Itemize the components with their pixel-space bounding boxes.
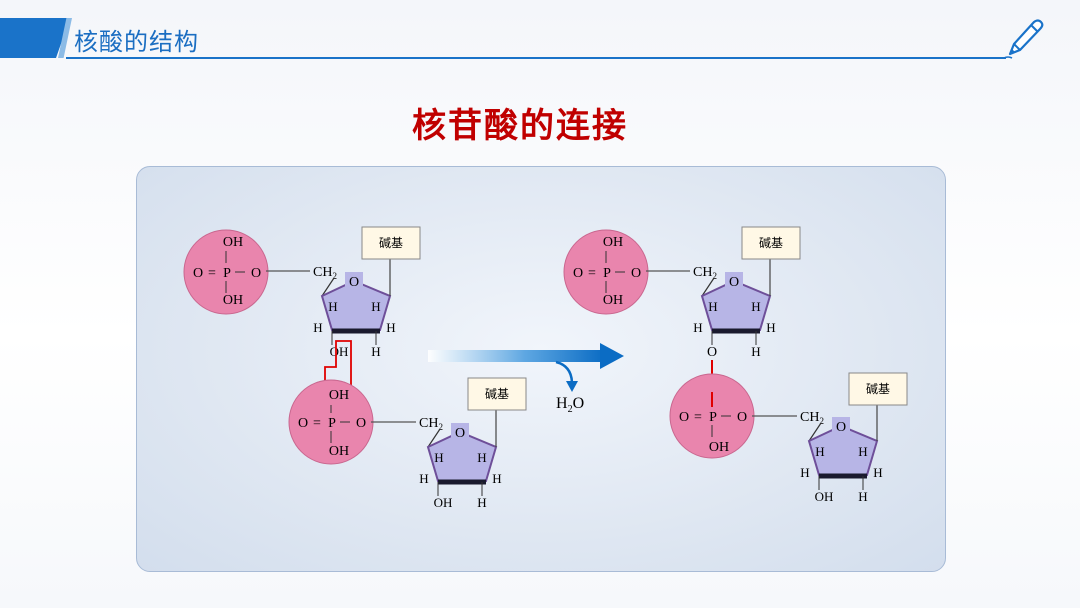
base-box-top-left: 碱基 [361, 226, 421, 260]
phosphate-group-top-right: OH O = P O OH [563, 229, 649, 315]
ribose-ring-bottom-left: O H H H H OH H [419, 423, 502, 510]
svg-text:H: H [751, 344, 760, 359]
ch2-label: CH2 [693, 265, 717, 281]
svg-text:H: H [751, 299, 760, 314]
phosphate-group-bottom-right: O = P O OH [669, 373, 755, 459]
reaction-arrow [428, 343, 624, 392]
page-header-title: 核酸的结构 [74, 28, 199, 56]
svg-text:O: O [356, 416, 366, 431]
slide-title: 核苷酸的连接 [412, 106, 628, 146]
svg-text:H: H [492, 471, 501, 486]
svg-text:碱基: 碱基 [485, 387, 509, 401]
svg-text:碱基: 碱基 [379, 236, 403, 250]
svg-text:O: O [455, 426, 465, 441]
svg-text:H: H [313, 320, 322, 335]
svg-text:OH: OH [223, 235, 243, 250]
svg-text:P: P [328, 416, 336, 431]
svg-text:O: O [729, 275, 739, 290]
svg-text:碱基: 碱基 [759, 236, 783, 250]
svg-text:OH: OH [329, 388, 349, 403]
svg-text:H: H [800, 465, 809, 480]
svg-text:O: O [298, 416, 308, 431]
svg-text:OH: OH [815, 489, 834, 504]
svg-text:O: O [573, 266, 583, 281]
base-box-top-right: 碱基 [741, 226, 801, 260]
ribose-ring-top-left: O H H H H OH H [313, 272, 396, 359]
ribose-ring-bottom-right: O H H H H OH H [800, 417, 883, 504]
svg-text:H: H [371, 344, 380, 359]
svg-text:H: H [766, 320, 775, 335]
svg-text:H: H [858, 444, 867, 459]
svg-text:=: = [694, 410, 702, 425]
svg-text:CH2: CH2 [419, 416, 443, 432]
base-box-bottom-right: 碱基 [848, 372, 908, 406]
base-box-bottom-left: 碱基 [467, 377, 527, 411]
svg-text:O: O [349, 275, 359, 290]
svg-text:=: = [208, 266, 216, 281]
svg-text:OH: OH [330, 344, 349, 359]
svg-text:碱基: 碱基 [866, 382, 890, 396]
svg-text:O: O [193, 266, 203, 281]
svg-text:OH: OH [603, 235, 623, 250]
svg-text:H: H [328, 299, 337, 314]
svg-text:H: H [386, 320, 395, 335]
svg-text:CH2: CH2 [313, 265, 337, 281]
svg-text:H: H [693, 320, 702, 335]
diagram-panel [136, 166, 946, 572]
svg-text:H: H [477, 495, 486, 510]
svg-text:H: H [708, 299, 717, 314]
svg-text:OH: OH [434, 495, 453, 510]
svg-text:H: H [434, 450, 443, 465]
svg-text:OH: OH [223, 293, 243, 308]
svg-text:OH: OH [603, 293, 623, 308]
svg-text:O: O [737, 410, 747, 425]
svg-text:=: = [588, 266, 596, 281]
svg-text:H: H [371, 299, 380, 314]
svg-text:H: H [815, 444, 824, 459]
phosphate-group-top-left: OH O = P O OH [183, 229, 269, 315]
header-accent-band [0, 18, 70, 58]
svg-text:CH2: CH2 [693, 265, 717, 281]
ch2-label: CH2 [800, 410, 824, 426]
ch2-label: CH2 [313, 265, 337, 281]
svg-text:O: O [836, 420, 846, 435]
svg-text:=: = [313, 416, 321, 431]
svg-text:O: O [679, 410, 689, 425]
svg-text:H2O: H2O [556, 395, 584, 415]
svg-text:O: O [251, 266, 261, 281]
svg-text:OH: OH [709, 440, 729, 455]
ch2-label: CH2 [419, 416, 443, 432]
svg-text:OH: OH [329, 444, 349, 459]
svg-text:H: H [873, 465, 882, 480]
water-label: H2O [556, 395, 584, 415]
svg-text:P: P [603, 266, 611, 281]
svg-text:P: P [709, 410, 717, 425]
svg-text:H: H [858, 489, 867, 504]
svg-text:O: O [707, 345, 717, 360]
svg-text:CH2: CH2 [800, 410, 824, 426]
pen-icon [1003, 19, 1044, 59]
svg-text:H: H [477, 450, 486, 465]
phosphate-group-bottom-left: OH O = P O OH [288, 379, 374, 465]
svg-text:P: P [223, 266, 231, 281]
ribose-ring-top-right: O H H H H O H [693, 272, 776, 360]
header-underline [66, 57, 1006, 59]
svg-text:O: O [631, 266, 641, 281]
svg-text:H: H [419, 471, 428, 486]
